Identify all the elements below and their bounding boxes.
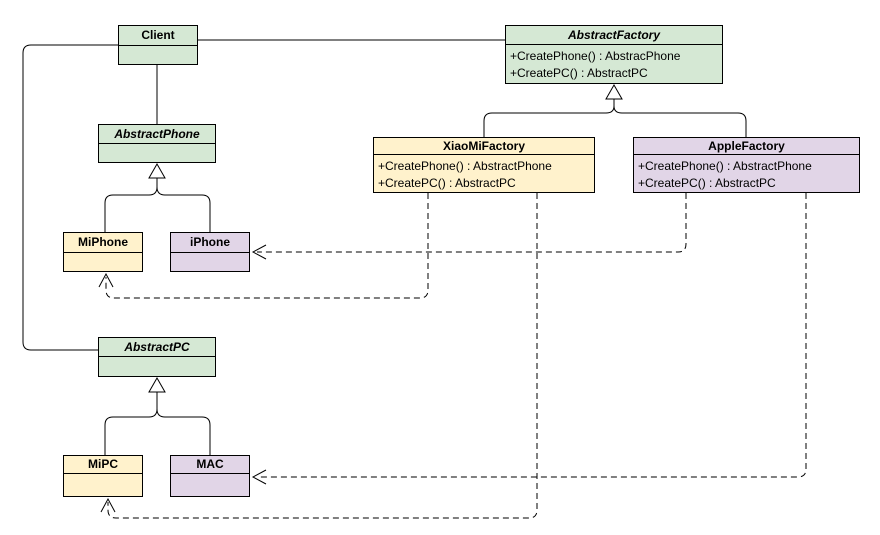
edge-miphone-abstractphone	[104, 178, 158, 232]
class-miphone[interactable]: MiPhone	[63, 232, 143, 272]
class-apple-factory-methods: +CreatePhone() : AbstractPhone +CreatePC…	[634, 155, 859, 192]
edge-iphone-abstractphone	[156, 178, 211, 232]
class-mipc[interactable]: MiPC	[63, 455, 143, 497]
class-abstract-factory[interactable]: AbstractFactory +CreatePhone() : Abstrac…	[505, 25, 723, 84]
class-apple-factory[interactable]: AppleFactory +CreatePhone() : AbstractPh…	[633, 137, 860, 193]
class-abstract-pc[interactable]: AbstractPC	[98, 337, 216, 377]
edge-mipc-abstractpc	[104, 392, 158, 455]
arrowhead-mipc	[100, 497, 116, 513]
edge-xiaomifactory-miphone	[105, 193, 429, 299]
edge-applefactory-mac	[257, 193, 807, 478]
generalization-triangle-abstractfactory	[605, 83, 623, 100]
method-createphone: +CreatePhone() : AbstractPhone	[638, 159, 812, 173]
method-createpc: +CreatePC() : AbstractPC	[378, 176, 516, 190]
method-createphone: +CreatePhone() : AbstracPhone	[510, 49, 681, 63]
method-createpc: +CreatePC() : AbstractPC	[510, 66, 648, 80]
edge-client-abstractpc	[22, 44, 118, 351]
edge-xiaomifactory-abstractfactory	[483, 99, 615, 137]
class-mac[interactable]: MAC	[170, 455, 250, 497]
class-apple-factory-title: AppleFactory	[634, 138, 859, 155]
class-iphone[interactable]: iPhone	[170, 232, 250, 272]
class-xiaomi-factory-methods: +CreatePhone() : AbstractPhone +CreatePC…	[374, 155, 594, 192]
class-miphone-title: MiPhone	[64, 233, 142, 253]
class-abstract-factory-title: AbstractFactory	[506, 26, 722, 45]
class-abstract-phone-title: AbstractPhone	[99, 125, 215, 144]
class-abstract-factory-methods: +CreatePhone() : AbstracPhone +CreatePC(…	[506, 45, 722, 82]
class-client-title: Client	[119, 26, 197, 46]
generalization-triangle-abstractphone	[148, 162, 166, 179]
class-client[interactable]: Client	[118, 25, 198, 65]
edge-mac-abstractpc	[156, 392, 211, 455]
edge-applefactory-iphone	[257, 193, 687, 253]
class-xiaomi-factory-title: XiaoMiFactory	[374, 138, 594, 155]
edge-applefactory-abstractfactory	[613, 99, 747, 137]
class-mac-title: MAC	[171, 456, 249, 474]
class-abstract-pc-title: AbstractPC	[99, 338, 215, 357]
class-abstract-phone[interactable]: AbstractPhone	[98, 124, 216, 163]
class-xiaomi-factory[interactable]: XiaoMiFactory +CreatePhone() : AbstractP…	[373, 137, 595, 193]
method-createpc: +CreatePC() : AbstractPC	[638, 176, 776, 190]
generalization-triangle-abstractpc	[148, 376, 166, 393]
arrowhead-miphone	[98, 272, 114, 288]
method-createphone: +CreatePhone() : AbstractPhone	[378, 159, 552, 173]
class-mipc-title: MiPC	[64, 456, 142, 474]
arrowhead-mac	[251, 469, 267, 485]
arrowhead-iphone	[251, 244, 267, 260]
class-iphone-title: iPhone	[171, 233, 249, 253]
